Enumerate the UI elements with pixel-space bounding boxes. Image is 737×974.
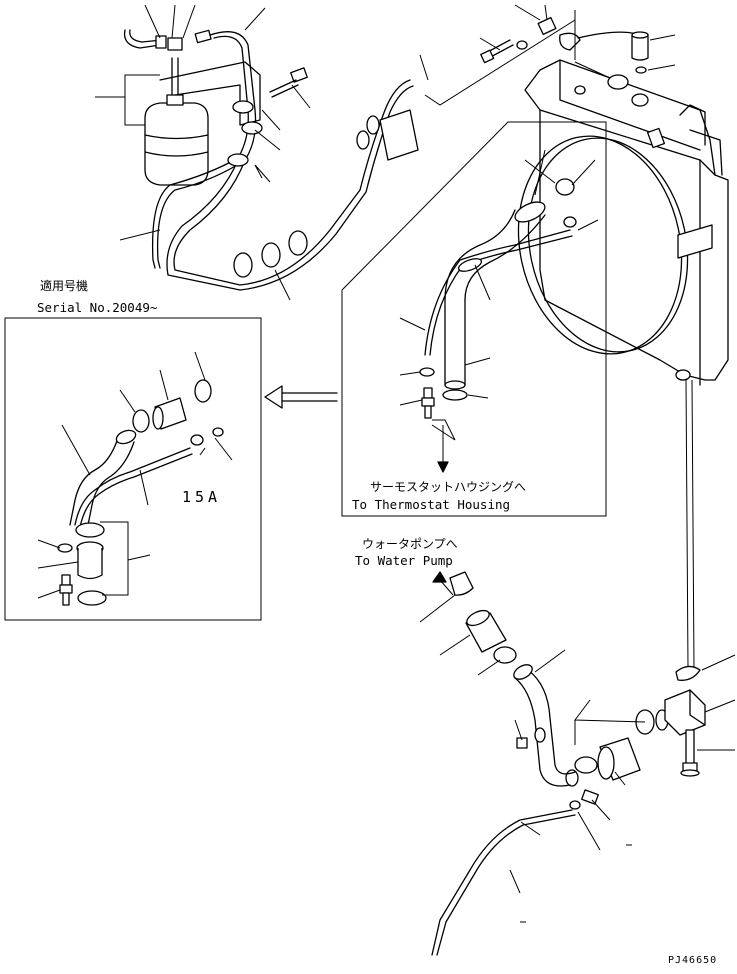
outlet-fitting [664,689,706,736]
thermostat-label-en: To Thermostat Housing [352,497,510,512]
inset-clamp-1 [132,409,150,433]
drain-plug [421,387,435,419]
thermostat-label-jp: サーモスタットハウジングへ [370,480,526,494]
water-pump-assembly: ウォータポンプへ To Water Pump [355,537,736,956]
reservoir-tank [144,102,209,186]
radiator-assembly [424,4,729,669]
leader-lines-bottom [419,594,736,894]
radiator-cap [607,74,649,107]
inset-part-label: 15A [182,488,221,506]
fitting-2 [167,37,183,51]
hose-clamps [227,100,380,278]
leader-lines-thermostat [399,149,599,406]
inset-caption-jp: 適用号機 [40,278,88,293]
water-pump-label-en: To Water Pump [355,553,453,568]
pump-flange [449,571,474,596]
fitting-1 [155,35,167,49]
serial-inset: 適用号機 Serial No.20049~ [4,278,262,621]
thermostat-detail-box: サーモスタットハウジングへ To Thermostat Housing [341,121,607,517]
drain-cock-parts [480,16,649,74]
leader-lines-inset [37,351,233,599]
leader-lines-radiator [424,4,695,669]
fitting-3 [194,29,212,44]
leader-lines-top-left [95,4,429,301]
drawing-number: PJ46650 [668,955,717,966]
inset-arrow [264,385,338,409]
radiator-fitting [646,127,666,149]
inset-frame [4,317,262,621]
pump-clamp [493,646,517,664]
inset-clamp-2 [194,379,212,403]
outlet-gasket [675,665,701,681]
drain-valve [569,789,599,810]
water-pump-label-jp: ウォータポンプへ [362,537,458,551]
inset-caption-en: Serial No.20049~ [37,300,157,315]
reservoir-assembly [95,4,429,301]
bolt-top [269,67,308,98]
tank-cap [166,94,184,106]
